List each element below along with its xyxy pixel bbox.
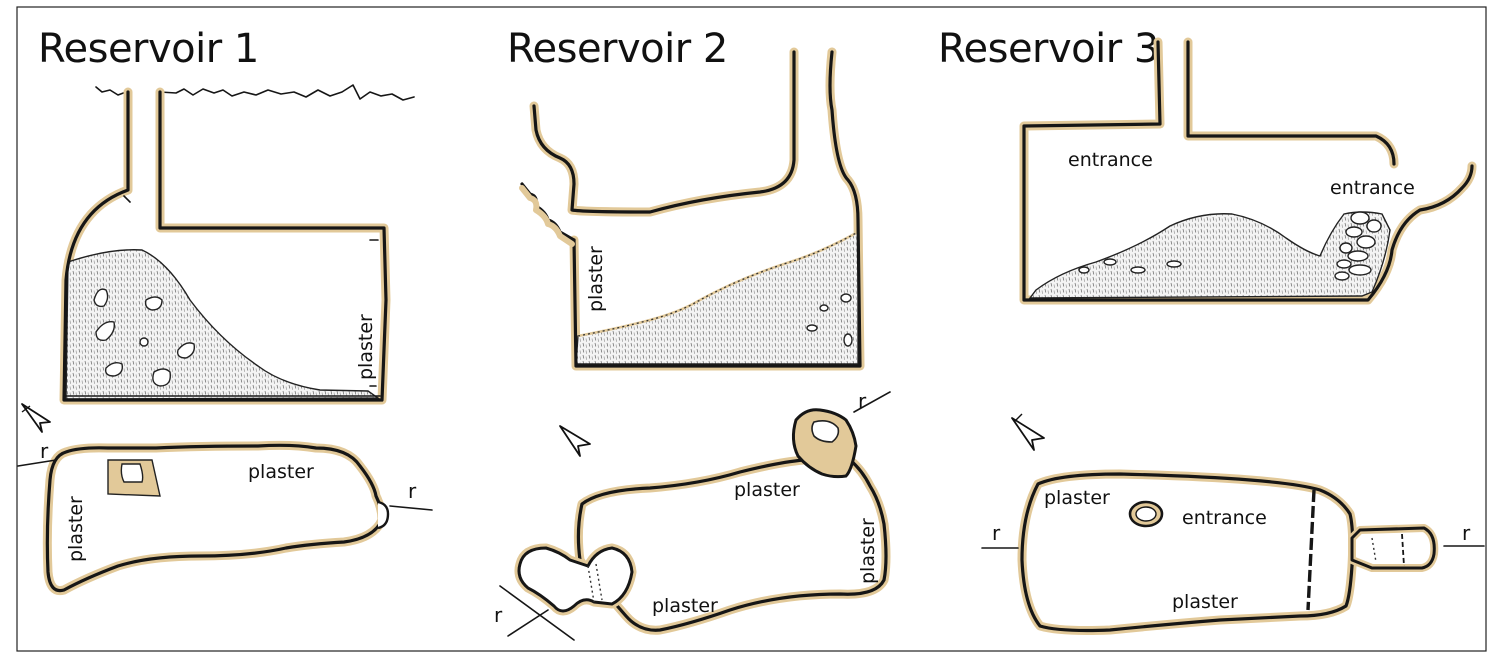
plan-label-plaster-bottom: plaster [652, 595, 718, 617]
plan-label-plaster-top: plaster [248, 461, 314, 483]
shaft-opening [791, 408, 858, 479]
dotted-line [1371, 537, 1377, 563]
shaft-hole [1135, 506, 1157, 522]
plan-lining [573, 455, 891, 635]
plan-niche [377, 500, 390, 530]
side-entrance-outline [1350, 526, 1436, 570]
sediment-fill [65, 249, 381, 400]
reservoir-1: Reservoir 1 plaster [17, 26, 433, 596]
north-arrow-icon [559, 425, 591, 457]
shaft-hole [120, 463, 144, 483]
stones [93, 288, 196, 387]
plan-label-r-left: r [40, 439, 49, 463]
section-line-r [389, 505, 433, 511]
plan-label-entrance: entrance [1182, 507, 1267, 529]
plan-label-plaster-bottom: plaster [1172, 591, 1238, 613]
sediment-fill [1028, 211, 1391, 299]
tick-mark [123, 195, 131, 203]
section-line-r [17, 459, 57, 467]
plan-label-plaster-top: plaster [1044, 487, 1110, 509]
north-arrow-icon [1011, 413, 1045, 451]
section-label-plaster: plaster [355, 314, 377, 380]
left-wall-edge [520, 182, 576, 242]
side-entrance-lining [1348, 524, 1439, 572]
dashed-line [1401, 533, 1405, 567]
dashed-wall [1306, 489, 1316, 611]
plan-label-plaster-left: plaster [65, 496, 87, 562]
plan-label-r-right: r [408, 479, 417, 503]
reservoir-1-title: Reservoir 1 [38, 26, 259, 72]
section-label-plaster: plaster [585, 246, 607, 312]
section-line-r [507, 609, 549, 637]
plan-label-plaster-right: plaster [857, 518, 879, 584]
section-outline [532, 50, 862, 368]
north-arrow-icon [21, 403, 51, 433]
entrance-outline [517, 546, 634, 613]
plan-outline [1020, 472, 1355, 633]
section-line-r [499, 585, 575, 641]
section-outline [1022, 40, 1474, 302]
section-line-r [853, 391, 891, 413]
plaster-boundary [577, 231, 859, 337]
shaft-hole [811, 420, 840, 443]
section-label-entrance-left: entrance [1068, 149, 1153, 171]
figure-border [16, 6, 1487, 652]
plan-label-r-left: r [494, 603, 503, 627]
reservoir-2: Reservoir 2 plaster [494, 26, 891, 641]
section-label-entrance-right: entrance [1330, 177, 1415, 199]
section-outline [62, 90, 388, 402]
plan-outline [45, 443, 384, 593]
dotted-line [595, 563, 603, 601]
reservoir-3-title: Reservoir 3 [938, 26, 1159, 72]
plan-lining [42, 440, 387, 596]
dotted-line [587, 565, 595, 603]
ground-surface [95, 84, 415, 101]
plan-label-r-right: r [858, 389, 867, 413]
plan-label-plaster-top: plaster [734, 479, 800, 501]
stones [1078, 211, 1382, 281]
left-wall-lining [519, 185, 575, 247]
plan-label-r-right: r [1462, 521, 1471, 545]
reservoir-2-title: Reservoir 2 [507, 26, 728, 72]
stones [806, 293, 853, 347]
reservoir-3: Reservoir 3 entrance entrance [938, 26, 1485, 635]
plan-label-r-left: r [992, 521, 1001, 545]
